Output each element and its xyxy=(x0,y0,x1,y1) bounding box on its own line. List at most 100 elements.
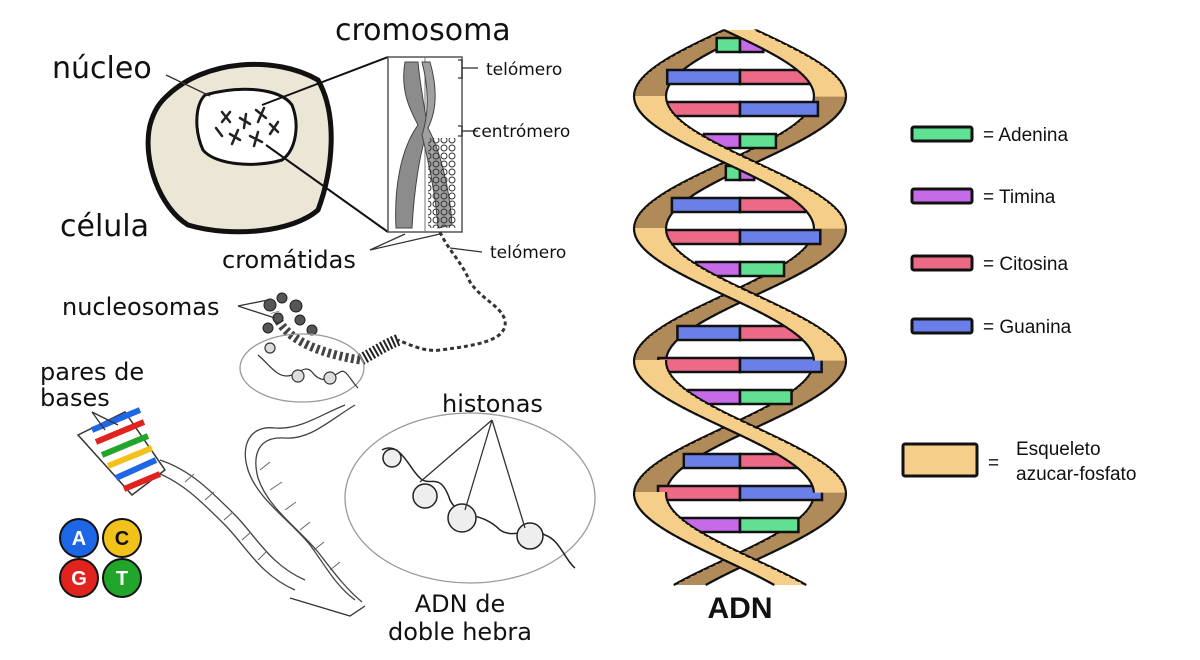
helix-strand-segment xyxy=(636,372,672,376)
helix-strand-segment xyxy=(745,570,785,574)
helix-strand-segment xyxy=(806,477,842,481)
helix-strand-segment xyxy=(780,456,819,460)
helix-strand-edge xyxy=(668,212,674,218)
helix-strand-segment xyxy=(653,462,691,466)
helix-strand-segment xyxy=(680,180,720,184)
helix-strand-segment xyxy=(738,567,779,571)
base-letter-g: G xyxy=(71,568,87,590)
helix-strand-edge xyxy=(811,485,815,490)
helix-strand-segment xyxy=(647,252,684,256)
helix-strand-segment xyxy=(736,153,777,157)
helix-strand-segment xyxy=(795,201,832,205)
helix-strand-segment xyxy=(734,300,775,304)
helix-strand-edge xyxy=(808,215,813,221)
helix-strand-segment xyxy=(637,213,673,217)
helix-strand-edge xyxy=(674,470,680,476)
helix-strand-edge xyxy=(748,41,758,47)
helix-strand-edge xyxy=(722,161,732,167)
helix-strand-segment xyxy=(754,177,794,181)
helix-strand-segment xyxy=(683,576,723,580)
helix-strand-segment xyxy=(801,471,837,475)
helix-strand-segment xyxy=(636,504,671,508)
helix-strand-segment xyxy=(703,153,744,157)
helix-strand-segment xyxy=(769,534,809,538)
helix-strand-segment xyxy=(679,273,718,277)
helix-strand-edge xyxy=(706,182,715,188)
helix-strand-edge xyxy=(764,314,773,320)
helix-strand-edge xyxy=(789,329,796,335)
helix-strand-edge xyxy=(741,170,750,176)
helix-strand-segment xyxy=(765,315,804,319)
helix-strand-edge xyxy=(691,191,699,197)
helix-strand-segment xyxy=(702,285,743,289)
helix-strand-edge xyxy=(736,35,745,41)
helix-strand-segment xyxy=(634,231,667,235)
helix-strand-segment xyxy=(799,72,836,76)
helix-strand-segment xyxy=(646,516,683,520)
helix-strand-segment xyxy=(710,156,750,160)
helix-strand-segment xyxy=(799,117,836,121)
helix-strand-segment xyxy=(802,75,839,79)
helix-strand-segment xyxy=(802,207,838,211)
helix-strand-edge xyxy=(790,197,797,203)
helix-strand-edge xyxy=(665,86,670,91)
base-pair-left xyxy=(715,36,742,54)
helix-strand-segment xyxy=(663,264,702,268)
chromosome-illustration xyxy=(387,56,483,253)
helix-strand-segment xyxy=(733,432,774,436)
nucleus xyxy=(195,87,298,166)
helix-strand-segment xyxy=(768,582,807,585)
helix-strand-segment xyxy=(777,132,816,136)
helix-strand-segment xyxy=(752,441,792,445)
helix-strand-segment xyxy=(782,129,821,133)
helix-strand-edge xyxy=(751,440,760,446)
helix-strand-segment xyxy=(696,282,737,286)
helix-strand-segment xyxy=(688,543,728,547)
helix-strand-segment xyxy=(694,438,734,442)
helix-strand-segment xyxy=(641,114,678,118)
helix-strand-edge xyxy=(747,173,757,179)
helix-strand-edge xyxy=(714,443,723,449)
helix-strand-segment xyxy=(662,528,700,532)
helix-strand-edge xyxy=(810,86,815,91)
helix-strand-segment xyxy=(691,147,731,151)
helix-strand-segment xyxy=(801,513,837,517)
helix-strand-segment xyxy=(635,105,670,109)
helix-strand-edge xyxy=(803,341,809,347)
helix-strand-segment xyxy=(776,189,815,193)
helix-strand-edge xyxy=(686,62,694,68)
helix-strand-edge xyxy=(844,488,848,493)
helix-strand-segment xyxy=(751,573,791,577)
helix-strand-segment xyxy=(634,96,667,100)
helix-strand-segment xyxy=(716,159,757,163)
legend-backbone-eq: = xyxy=(988,453,999,474)
helix-strand-segment xyxy=(642,207,678,211)
helix-strand-segment xyxy=(799,249,836,253)
helix-strand-edge xyxy=(769,449,777,455)
helix-strand-edge xyxy=(798,71,805,77)
helix-strand-edge xyxy=(702,317,710,323)
cell-illustration xyxy=(145,61,334,235)
helix-strand-edge xyxy=(806,344,811,350)
helix-strand-edge xyxy=(673,581,680,586)
helix-strand-edge xyxy=(806,212,812,218)
helix-strand-edge xyxy=(810,482,814,488)
helix-strand-segment xyxy=(682,444,722,448)
helix-strand-segment xyxy=(812,99,846,103)
helix-strand-segment xyxy=(641,246,677,250)
helix-strand-edge xyxy=(724,305,734,311)
helix-strand-segment xyxy=(787,63,825,67)
helix-strand-segment xyxy=(813,96,846,100)
helix-strand-edge xyxy=(770,317,778,323)
helix-strand-segment xyxy=(637,81,672,85)
helix-strand-edge xyxy=(793,464,800,470)
helix-strand-segment xyxy=(812,486,846,490)
helix-strand-segment xyxy=(805,210,841,214)
helix-strand-edge xyxy=(696,188,704,194)
helix-strand-edge xyxy=(667,215,672,221)
helix-strand-segment xyxy=(729,165,769,169)
helix-strand-edge xyxy=(803,473,809,479)
helix-strand-segment xyxy=(813,357,846,361)
helix-strand-segment xyxy=(685,144,725,148)
helix-strand-segment xyxy=(771,186,810,190)
